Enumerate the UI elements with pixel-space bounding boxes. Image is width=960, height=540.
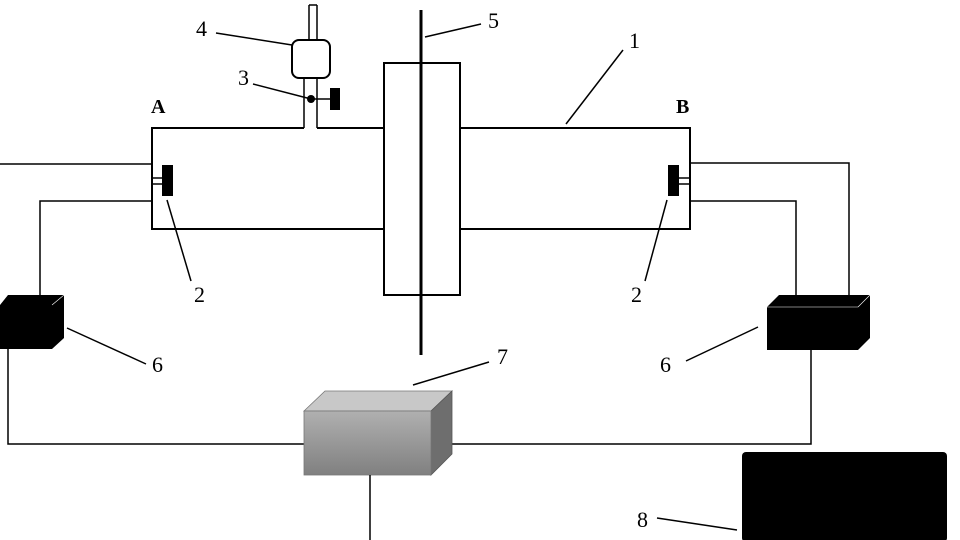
leader-3 xyxy=(252,83,312,100)
wires-left xyxy=(0,163,304,445)
sensor-left xyxy=(162,165,173,196)
leader-5 xyxy=(424,23,482,38)
label-5: 5 xyxy=(488,8,499,33)
leader-7 xyxy=(412,361,490,386)
leader-6-right xyxy=(685,326,759,362)
leader-lines xyxy=(66,23,759,531)
sensor-right xyxy=(668,165,679,196)
leader-4 xyxy=(215,32,293,46)
filter-box xyxy=(291,39,331,79)
amplifier-box-right xyxy=(767,294,871,350)
tube-left-section xyxy=(151,127,384,230)
leader-2-right xyxy=(644,199,668,282)
leader-1 xyxy=(565,49,624,125)
label-4: 4 xyxy=(196,16,207,41)
leader-6-left xyxy=(66,327,147,365)
tube-right-section xyxy=(460,127,691,230)
wires-right xyxy=(452,162,850,445)
label-8: 8 xyxy=(637,507,648,532)
label-6-left: 6 xyxy=(152,352,163,377)
end-label-a: A xyxy=(151,96,166,118)
label-6-right: 6 xyxy=(660,352,671,377)
label-2-left: 2 xyxy=(194,282,205,307)
inlet-assembly xyxy=(291,4,340,128)
leader-2-left xyxy=(166,199,192,282)
label-3: 3 xyxy=(238,65,249,90)
label-1: 1 xyxy=(629,28,640,53)
valve-handle xyxy=(330,88,340,110)
label-7: 7 xyxy=(497,344,508,369)
leader-8 xyxy=(656,517,738,531)
processing-box xyxy=(303,390,453,476)
computer-box xyxy=(742,452,947,540)
label-2-right: 2 xyxy=(631,282,642,307)
end-label-b: B xyxy=(676,96,689,118)
amplifier-box-left xyxy=(0,294,65,349)
